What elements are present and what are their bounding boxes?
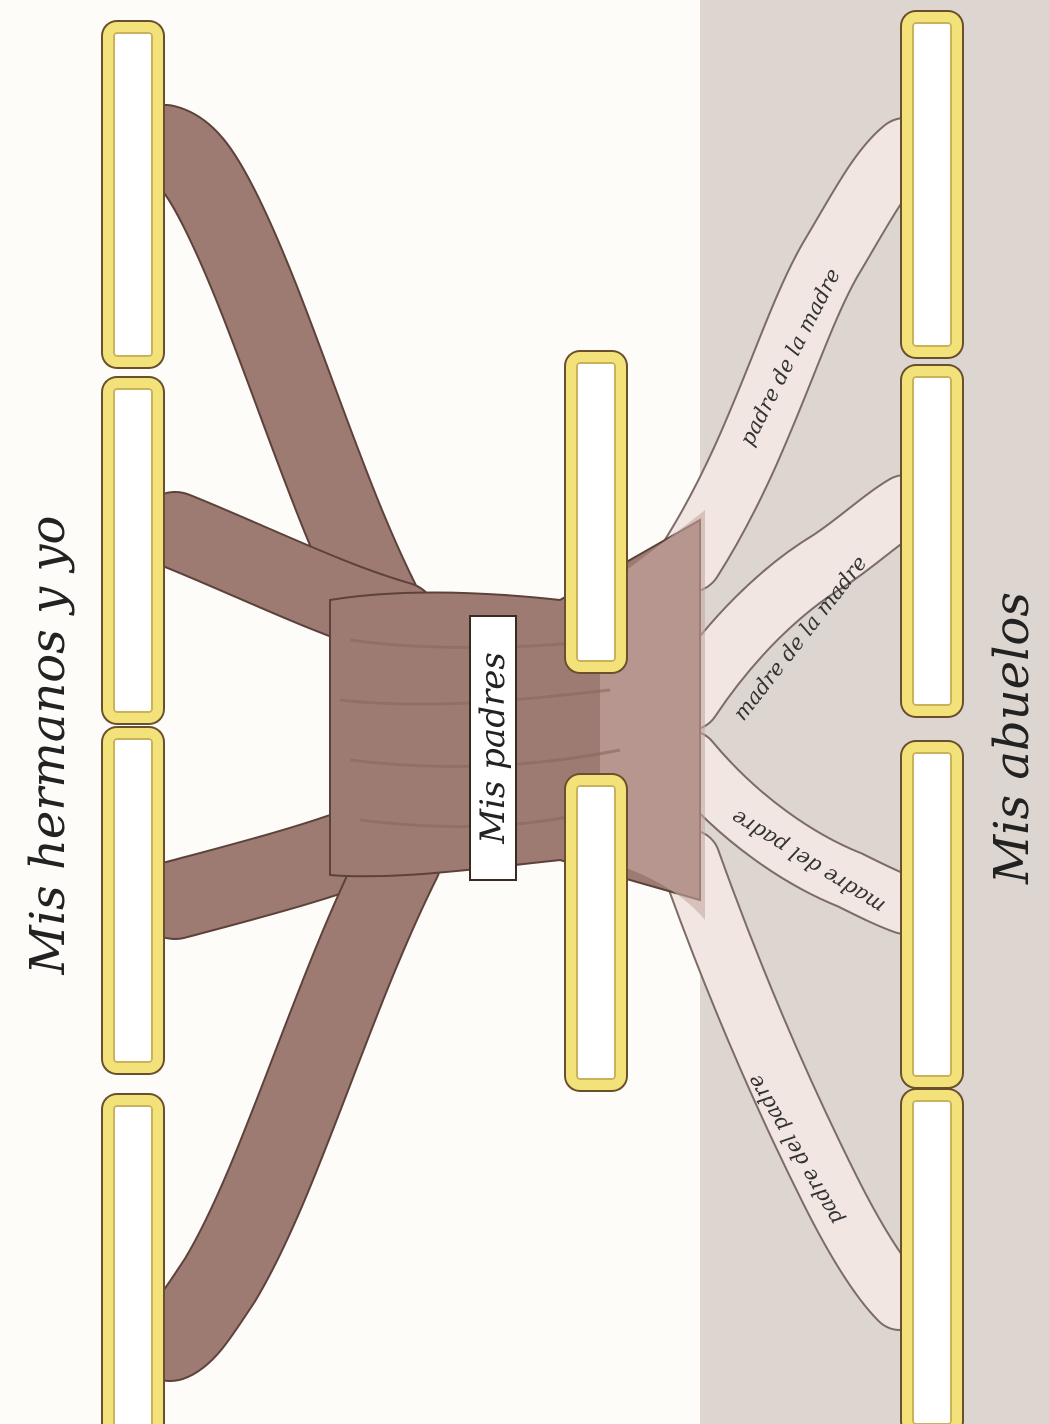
sibling-box-1[interactable] — [103, 22, 163, 367]
parents-label-text: Mis padres — [473, 652, 513, 844]
grandparent-box-3[interactable] — [902, 742, 962, 1087]
grandparent-box-2[interactable] — [902, 366, 962, 716]
parents-label: Mis padres — [469, 615, 517, 881]
parent-box-1[interactable] — [566, 352, 626, 672]
sibling-box-4[interactable] — [103, 1095, 163, 1424]
grandparent-box-4[interactable] — [902, 1090, 962, 1424]
sibling-box-2[interactable] — [103, 378, 163, 723]
siblings-title: Mis hermanos y yo — [20, 516, 76, 975]
grandparent-box-1[interactable] — [902, 12, 962, 357]
sibling-box-3[interactable] — [103, 728, 163, 1073]
grandparents-title: Mis abuelos — [984, 592, 1040, 884]
parent-box-2[interactable] — [566, 775, 626, 1090]
